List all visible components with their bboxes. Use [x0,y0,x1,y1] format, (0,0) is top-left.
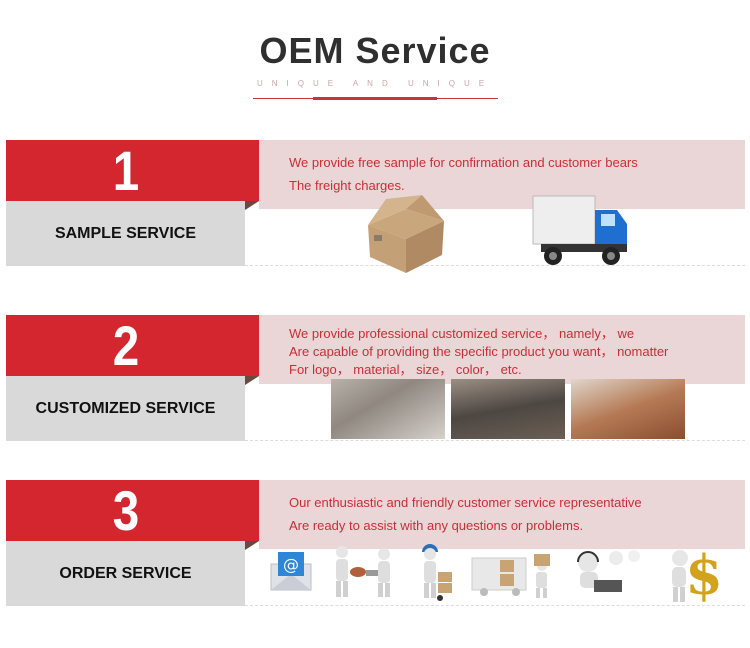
step-number: 3 [112,479,140,542]
courier-with-dolly-icon [422,544,452,601]
svg-text:@: @ [283,555,299,574]
description-line: Our enthusiastic and friendly customer s… [289,495,642,510]
description-line: Are ready to assist with any questions o… [289,518,584,533]
svg-text:$: $ [685,543,722,604]
factory-photo [451,379,565,439]
section-customized-service: 2 CUSTOMIZED SERVICE We provide professi… [0,315,750,445]
label-block [6,541,245,606]
step-number: 1 [112,139,140,202]
description-line: We provide free sample for confirmation … [289,155,638,170]
label-block [6,376,245,441]
step-number-block [6,140,259,201]
dashed-divider [245,265,745,266]
section-label: ORDER SERVICE [59,565,192,582]
ribbon-fold [245,541,259,550]
description-panel [259,480,745,549]
email-envelope-icon: @ [270,552,312,591]
dollar-sign-figure-icon: $ [672,543,722,604]
page-title: OEM Service [259,30,491,71]
dashed-divider [245,605,745,606]
truck-loading-icon [471,554,550,598]
section-label: SAMPLE SERVICE [54,225,197,242]
dashed-divider [245,440,745,441]
description-line: Are capable of providing the specific pr… [289,344,669,359]
factory-photo [331,379,445,439]
factory-photo [571,379,685,439]
ribbon-fold [245,201,259,210]
description-line: For logo， material， size， color， etc. [289,362,522,377]
delivery-truck-icon [532,195,627,265]
description-panel [259,315,745,384]
step-number: 2 [112,314,140,377]
section-label: CUSTOMIZED SERVICE [35,400,216,417]
ribbon-fold [245,376,259,385]
title-rule-accent [313,97,437,100]
description-line: We provide professional customized servi… [289,326,635,341]
label-block [6,201,245,266]
section-sample-service: 1 SAMPLE SERVICE We provide free sample … [0,139,750,273]
section-order-service: 3 ORDER SERVICE Our enthusiastic and fri… [0,480,750,610]
handshake-figures-icon [336,546,390,597]
step-number-block [6,315,259,376]
page-subtitle: UNIQUE AND UNIQUE [256,79,494,88]
description-line: The freight charges. [289,178,405,193]
description-panel [259,140,745,209]
cardboard-box-icon [368,195,444,273]
step-number-block [6,480,259,541]
call-center-agents-icon [577,550,640,592]
